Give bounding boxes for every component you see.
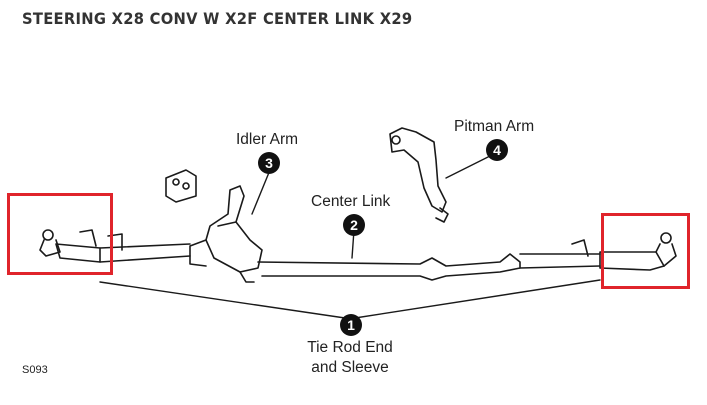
pitman-arm-label: Pitman Arm: [454, 118, 535, 135]
figure-code: S093: [22, 364, 48, 376]
right-highlight-box: [601, 213, 690, 289]
tie-rod-badge: 1: [340, 314, 362, 336]
tie-rod-label-line2: and Sleeve: [311, 359, 389, 376]
left-highlight-box: [7, 193, 113, 275]
center-link-label: Center Link: [311, 193, 391, 210]
center-link-badge: 2: [343, 214, 365, 236]
leader-lines: [99, 155, 601, 319]
left-tie-rod-end: [39, 229, 191, 263]
idler-arm-badge: 3: [258, 152, 280, 174]
idler-arm-label: Idler Arm: [236, 131, 299, 148]
pitman-arm: [389, 127, 449, 223]
idler-bracket: [165, 169, 197, 203]
center-link: [257, 253, 521, 281]
tie-rod-label: Tie Rod End and Sleeve: [300, 338, 400, 378]
idler-arm: [189, 185, 263, 283]
right-tie-rod-end: [519, 232, 677, 271]
diagram-title: STEERING X28 CONV W X2F CENTER LINK X29: [22, 9, 413, 28]
tie-rod-label-line1: Tie Rod End: [307, 339, 393, 356]
pitman-arm-badge: 4: [486, 139, 508, 161]
